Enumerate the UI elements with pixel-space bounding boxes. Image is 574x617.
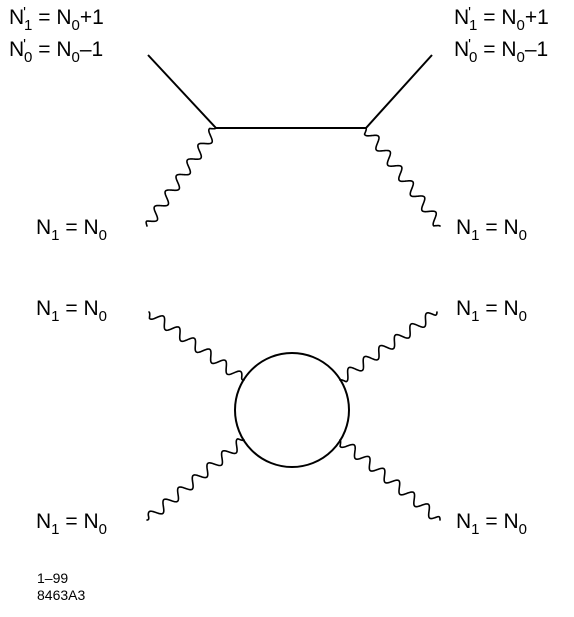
left-n1-prime-label: N'1 = N0+1 — [9, 4, 104, 34]
top-left-photon-label: N1 = N0 — [36, 297, 107, 325]
right-photon-label: N1 = N0 — [456, 216, 527, 244]
bottom-left-photon-wave — [146, 437, 245, 521]
right-photon-wave — [363, 127, 441, 227]
top-right-photon-label: N1 = N0 — [456, 297, 527, 325]
bottom-right-photon-wave — [339, 439, 441, 521]
right-n0-prime-label: N'0 = N0–1 — [454, 36, 548, 66]
loop-circle — [234, 352, 350, 468]
top-diagram: N'1 = N0+1 N'0 = N0–1 N'1 = N0+1 N'0 = N… — [9, 4, 549, 244]
left-n0-prime-label: N'0 = N0–1 — [9, 36, 103, 66]
bottom-left-photon-label: N1 = N0 — [36, 510, 107, 538]
right-n1-prime-label: N'1 = N0+1 — [454, 4, 549, 34]
top-left-photon-wave — [148, 311, 245, 381]
bottom-right-photon-label: N1 = N0 — [456, 510, 527, 538]
top-right-photon-wave — [339, 311, 438, 383]
right-fermion-line — [365, 54, 433, 129]
footer-figure-id: 8463A3 — [37, 587, 85, 603]
left-photon-wave — [145, 127, 217, 227]
footer-date: 1–99 — [37, 570, 68, 586]
left-fermion-line — [147, 54, 217, 129]
bottom-diagram: N1 = N0 N1 = N0 N1 = N0 N1 = N0 — [36, 297, 527, 538]
left-photon-label: N1 = N0 — [36, 216, 107, 244]
